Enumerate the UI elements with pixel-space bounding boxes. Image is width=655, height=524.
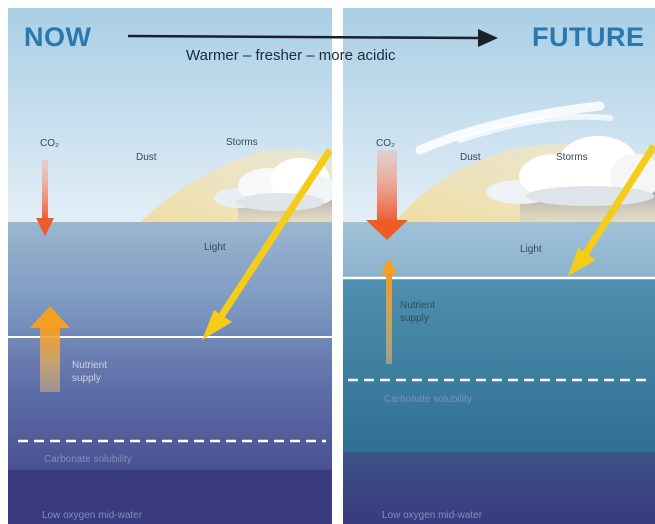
future-nutrient-arrow bbox=[381, 258, 397, 364]
now-nutrient-arrow bbox=[30, 306, 70, 392]
trend-arrow bbox=[127, 29, 498, 47]
now-nutrient-label-2: supply bbox=[72, 373, 101, 384]
future-nutrient-label-2: supply bbox=[400, 313, 429, 324]
trend-label: Warmer – fresher – more acidic bbox=[186, 47, 396, 64]
future-storms-label: Storms bbox=[556, 152, 588, 163]
future-panel bbox=[343, 8, 655, 524]
now-storms-label: Storms bbox=[226, 137, 258, 148]
now-light-label: Light bbox=[204, 242, 226, 253]
future-title: FUTURE bbox=[532, 22, 645, 52]
future-nutrient-label-1: Nutrient bbox=[400, 300, 436, 311]
now-light-arrow bbox=[202, 148, 333, 340]
future-light-arrow bbox=[568, 144, 655, 276]
now-low-oxygen-label: Low oxygen mid-water bbox=[42, 510, 143, 521]
now-panel bbox=[8, 8, 336, 524]
future-light-label: Light bbox=[520, 244, 542, 255]
future-co2-label: CO₂ bbox=[376, 138, 395, 149]
future-co2-arrow bbox=[366, 150, 408, 240]
future-deep-water bbox=[343, 452, 655, 524]
future-dust-label: Dust bbox=[460, 152, 481, 163]
now-carbonate-label: Carbonate solubility bbox=[44, 454, 132, 465]
future-mid-water bbox=[343, 278, 655, 452]
now-dust-label: Dust bbox=[136, 152, 157, 163]
future-low-oxygen-label: Low oxygen mid-water bbox=[382, 510, 483, 521]
now-title: NOW bbox=[24, 22, 92, 52]
future-carbonate-label: Carbonate solubility bbox=[384, 394, 472, 405]
now-deep-water bbox=[8, 470, 332, 524]
now-co2-label: CO₂ bbox=[40, 138, 59, 149]
future-wispy-cloud bbox=[415, 101, 613, 155]
now-co2-arrow bbox=[36, 160, 54, 236]
panel-divider bbox=[332, 0, 343, 524]
now-nutrient-label-1: Nutrient bbox=[72, 360, 108, 371]
